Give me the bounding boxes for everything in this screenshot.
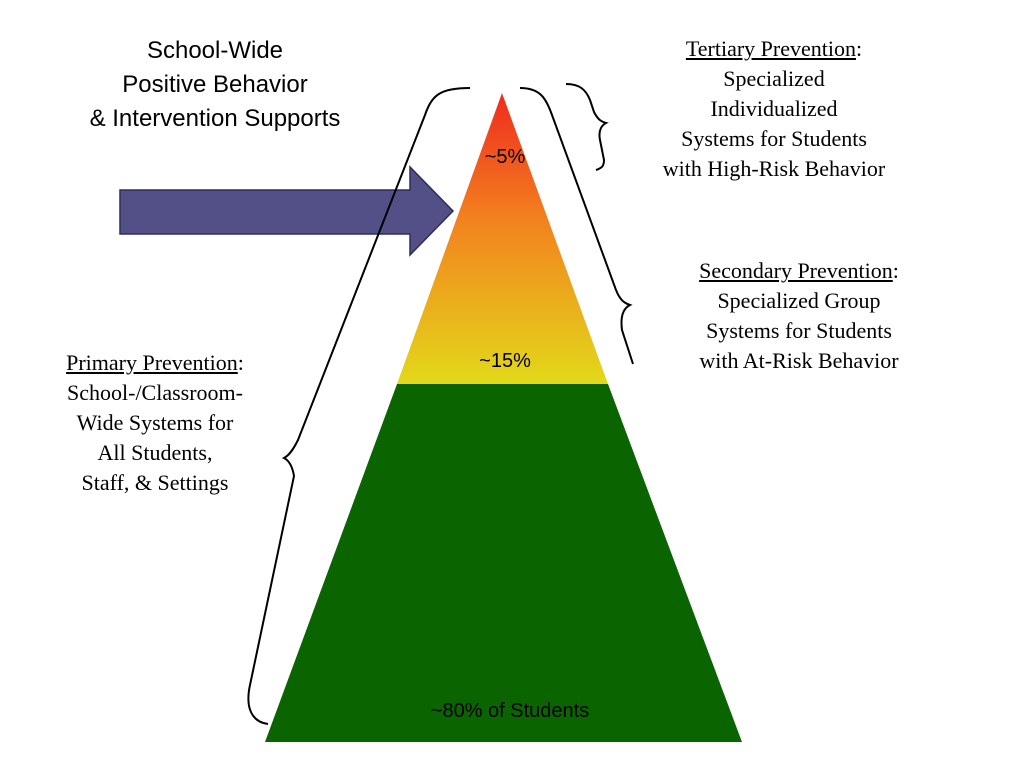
secondary-heading: Secondary Prevention: xyxy=(699,258,899,283)
primary-line-3: All Students, xyxy=(97,440,213,465)
secondary-bracket xyxy=(519,87,634,365)
tertiary-prevention-label: Tertiary Prevention: Specialized Individ… xyxy=(600,34,948,184)
secondary-percent: ~15% xyxy=(479,350,531,372)
pyramid-primary-tier xyxy=(265,384,742,742)
primary-line-1: School-/Classroom- xyxy=(67,380,243,405)
tertiary-bracket xyxy=(565,83,609,171)
secondary-line-1: Specialized Group xyxy=(717,288,881,313)
tertiary-line-4: with High-Risk Behavior xyxy=(662,156,886,181)
primary-percent: ~80% of Students xyxy=(430,700,590,722)
pyramid-top-tier xyxy=(397,93,608,384)
primary-line-4: Staff, & Settings xyxy=(81,470,229,495)
secondary-prevention-label: Secondary Prevention: Specialized Group … xyxy=(640,256,958,376)
secondary-line-2: Systems for Students xyxy=(706,318,892,343)
primary-line-2: Wide Systems for xyxy=(76,410,234,435)
primary-heading: Primary Prevention: xyxy=(66,350,244,375)
title-line-1: School-Wide xyxy=(146,37,284,64)
primary-prevention-label: Primary Prevention: School-/Classroom- W… xyxy=(14,348,296,498)
diagram-title: School-Wide Positive Behavior & Interven… xyxy=(40,34,390,136)
tertiary-percent: ~5% xyxy=(484,146,526,168)
tertiary-heading: Tertiary Prevention: xyxy=(685,36,863,61)
tertiary-line-3: Systems for Students xyxy=(681,126,867,151)
title-line-2: Positive Behavior xyxy=(122,71,308,98)
pointer-arrow xyxy=(119,165,455,257)
tertiary-line-2: Individualized xyxy=(710,96,838,121)
tertiary-line-1: Specialized xyxy=(723,66,825,91)
secondary-line-3: with At-Risk Behavior xyxy=(699,348,899,373)
primary-bracket xyxy=(247,87,471,725)
title-line-3: & Intervention Supports xyxy=(89,105,341,132)
